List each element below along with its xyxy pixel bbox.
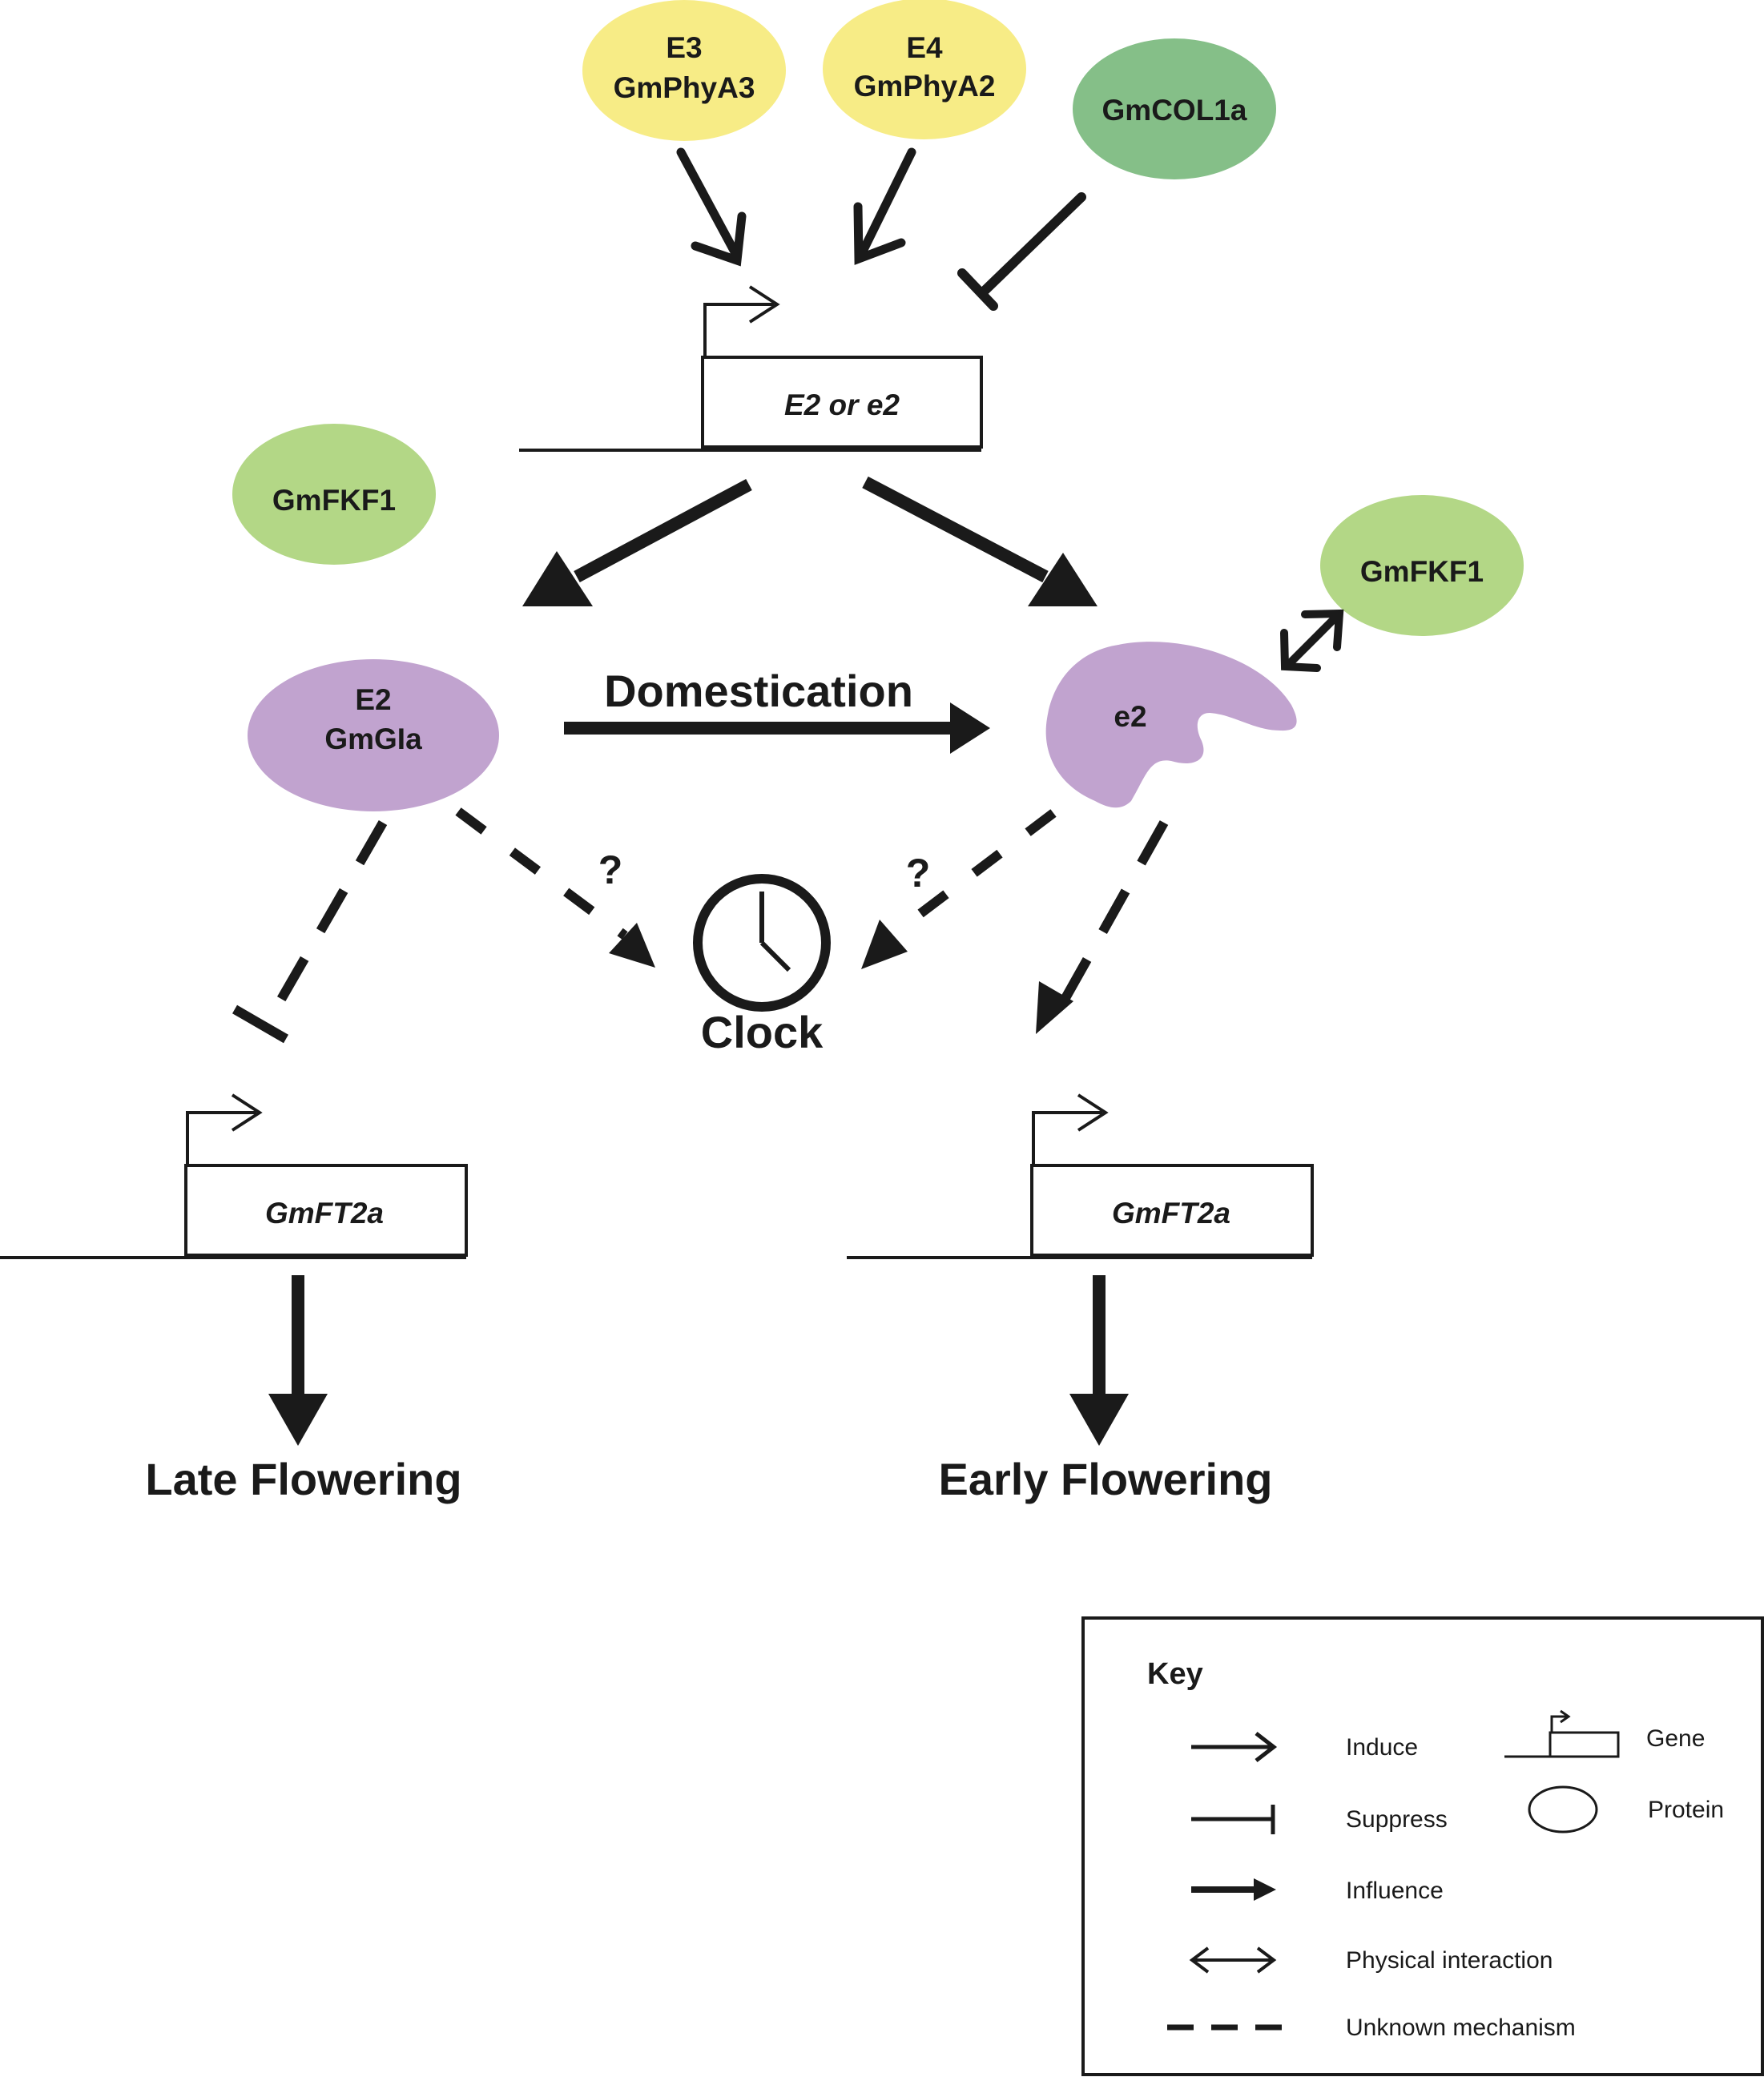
protein-e2-gmgia: E2 GmGIa [248, 659, 499, 811]
unknown-mechanism-arrow-e2-to-clock [455, 807, 655, 968]
protein-gmphya3-label: GmPhyA3 [614, 71, 755, 104]
gene-box [184, 1164, 468, 1257]
protein-gmgia-label: GmGIa [324, 723, 422, 755]
protein-e3-gmphya3: E3 GmPhyA3 [582, 0, 786, 141]
key-suppress-label: Suppress [1346, 1806, 1448, 1833]
transcription-start-arrow [703, 303, 774, 357]
suppress-arrow-gmcol1a-to-e2 [957, 192, 1086, 311]
clock-label: Clock [701, 1007, 824, 1057]
gene-box [701, 356, 983, 449]
unknown-mechanism-suppress-e2-to-gmft2a [232, 820, 388, 1044]
protein-e2-mutant-label: e2 [1114, 700, 1146, 733]
protein-ellipse [248, 659, 499, 811]
clock: Clock [693, 874, 831, 1057]
transcription-start-arrow [186, 1111, 256, 1165]
gene-e2-or-e2: E2 or e2 [519, 285, 983, 452]
protein-gmphya2-label: GmPhyA2 [854, 70, 996, 103]
protein-e2-mutant: e2 [1045, 642, 1297, 808]
physical-interaction-arrow [1280, 609, 1344, 672]
key-physical-interaction: Physical interaction [1189, 1946, 1553, 1974]
unknown-mechanism-induce-e2-to-gmft2a [1036, 820, 1169, 1034]
gene-gmft2a-label: GmFT2a [265, 1197, 384, 1230]
influence-arrow-gene-to-e2-mutant [862, 476, 1097, 606]
domestication-arrow: Domestication [564, 666, 990, 754]
key-gene: Gene [1504, 1709, 1705, 1758]
induce-arrow-e4-to-e2 [853, 147, 916, 265]
key-physical-interaction-label: Physical interaction [1346, 1947, 1553, 1974]
protein-gmfkf1-left: GmFKF1 [232, 424, 436, 565]
protein-ellipse [232, 424, 436, 565]
unknown-mechanism-arrow-e2mutant-to-clock [861, 809, 1057, 969]
question-mark-left: ? [598, 847, 623, 892]
protein-gmfkf1-label: GmFKF1 [272, 484, 396, 517]
protein-ellipse [1528, 1785, 1598, 1833]
gene-gmft2a-label: GmFT2a [1112, 1197, 1230, 1230]
key-induce-label: Induce [1346, 1734, 1418, 1761]
protein-gmcol1a-label: GmCOL1a [1102, 94, 1247, 127]
domestication-label: Domestication [604, 666, 913, 716]
protein-e4-gmphya2: E4 GmPhyA2 [823, 0, 1026, 139]
key-influence: Influence [1191, 1878, 1444, 1904]
late-flowering-label: Late Flowering [145, 1454, 461, 1504]
truncated-protein-shape [1045, 642, 1297, 808]
key-influence-label: Influence [1346, 1878, 1444, 1904]
protein-ellipse [1320, 495, 1524, 636]
induce-arrow-e3-to-e2 [676, 147, 747, 267]
influence-arrow-to-early-flowering [1069, 1275, 1129, 1446]
influence-arrow-to-late-flowering [268, 1275, 328, 1446]
protein-ellipse [823, 0, 1026, 139]
clock-icon [693, 874, 831, 1012]
key-gene-label: Gene [1646, 1725, 1705, 1752]
transcription-start-arrow [1032, 1111, 1102, 1165]
protein-gmfkf1-right: GmFKF1 [1320, 495, 1524, 636]
gene-e2-label: E2 or e2 [784, 388, 900, 421]
protein-gmfkf1-label: GmFKF1 [1360, 555, 1484, 588]
gene-gmft2a-right: GmFT2a [847, 1093, 1314, 1259]
key-protein-label: Protein [1648, 1797, 1724, 1823]
protein-ellipse [1073, 38, 1276, 179]
gene-gmft2a-left: GmFT2a [0, 1093, 468, 1259]
protein-ellipse [582, 0, 786, 141]
protein-gmcol1a: GmCOL1a [1073, 38, 1276, 179]
protein-e2-label: E2 [355, 683, 391, 716]
key-legend: Key Induce Suppress Influence Physical i… [1081, 1616, 1764, 2076]
question-mark-right: ? [906, 851, 931, 896]
gene-box [1030, 1164, 1314, 1257]
key-title: Key [1147, 1657, 1203, 1691]
key-induce: Induce [1191, 1732, 1418, 1762]
key-protein: Protein [1528, 1785, 1724, 1833]
early-flowering-label: Early Flowering [939, 1454, 1273, 1504]
influence-arrow-gene-to-e2-protein [522, 478, 752, 606]
protein-e4-label: E4 [906, 31, 943, 64]
key-unknown-mechanism: Unknown mechanism [1167, 2015, 1576, 2041]
key-box [1081, 1616, 1764, 2076]
protein-e3-label: E3 [666, 31, 702, 64]
key-unknown-mechanism-label: Unknown mechanism [1346, 2015, 1576, 2041]
key-suppress: Suppress [1191, 1805, 1448, 1834]
